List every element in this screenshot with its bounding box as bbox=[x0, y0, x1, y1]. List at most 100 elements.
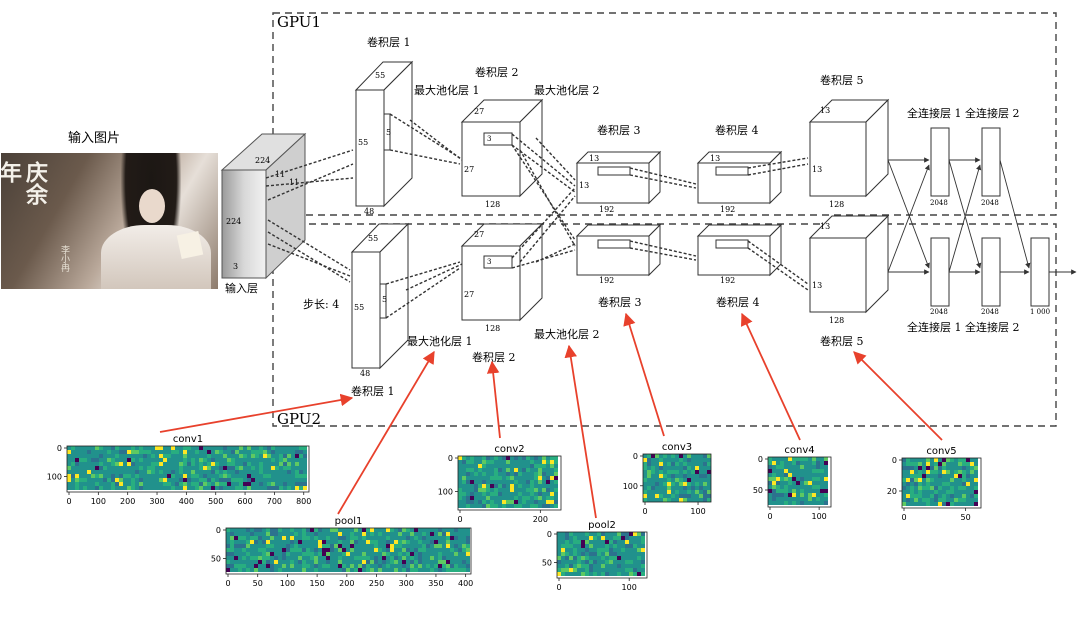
conv3-bottom-block bbox=[575, 223, 662, 277]
conv4-to-conv5-links bbox=[747, 157, 809, 291]
conv5-ytick: 20 bbox=[887, 487, 897, 496]
conv2-xtick: 200 bbox=[533, 515, 548, 524]
conv4-bottom-label: 卷积层 4 bbox=[716, 295, 760, 309]
conv5-bottom-dim-13b: 13 bbox=[812, 281, 822, 290]
conv1-xtick: 500 bbox=[208, 497, 223, 506]
input-image-label: 输入图片 bbox=[68, 130, 120, 146]
pool2-title: pool2 bbox=[588, 520, 616, 531]
fc-bottom-label: 全连接层 1 全连接层 2 bbox=[907, 320, 1020, 334]
conv3-top-dim-13a: 13 bbox=[589, 154, 599, 163]
gpu2-label: GPU2 bbox=[277, 410, 321, 428]
stride-label: 步长: 4 bbox=[303, 298, 339, 311]
pool2-top-label: 最大池化层 2 bbox=[534, 83, 600, 97]
conv5-top-label: 卷积层 5 bbox=[820, 73, 864, 87]
conv2-top-label: 卷积层 2 bbox=[475, 65, 519, 79]
conv1-xtick: 400 bbox=[179, 497, 194, 506]
conv5-bottom-label: 卷积层 5 bbox=[820, 334, 864, 348]
conv4-top-label: 卷积层 4 bbox=[715, 123, 759, 137]
pool1-xtick: 0 bbox=[225, 579, 230, 588]
conv3-top-dim-13b: 13 bbox=[579, 181, 589, 190]
conv1-xtick: 0 bbox=[66, 497, 71, 506]
conv1-bottom-label: 卷积层 1 bbox=[351, 384, 395, 398]
conv5-ytick: 0 bbox=[892, 456, 897, 465]
conv1-xtick: 300 bbox=[149, 497, 164, 506]
conv2-top-block bbox=[460, 98, 544, 198]
fc-top-label: 全连接层 1 全连接层 2 bbox=[907, 106, 1020, 120]
conv3-bottom-label: 卷积层 3 bbox=[598, 295, 642, 309]
conv1-title: conv1 bbox=[173, 434, 203, 445]
conv1-bottom-dim-55b: 55 bbox=[354, 303, 364, 312]
input-photo: 庆余年 李小冉 bbox=[1, 153, 218, 289]
pool1-xtick: 400 bbox=[458, 579, 473, 588]
conv5-bottom-dim-128: 128 bbox=[829, 316, 844, 325]
conv5-xtick: 0 bbox=[901, 513, 906, 522]
photo-logo-text: 庆余年 bbox=[1, 161, 47, 205]
conv2-bottom-label: 卷积层 2 bbox=[472, 350, 516, 364]
conv2-xtick: 0 bbox=[457, 515, 462, 524]
conv5-bottom-block bbox=[808, 214, 890, 314]
gpu1-label: GPU1 bbox=[277, 13, 321, 31]
arrow-pool2 bbox=[564, 344, 597, 519]
conv3-xtick: 100 bbox=[690, 507, 705, 516]
pool1-ytick: 0 bbox=[216, 526, 221, 535]
conv1-xtick: 100 bbox=[91, 497, 106, 506]
conv1-top-dim-5: 5 bbox=[386, 128, 391, 137]
conv2-top-dim-128: 128 bbox=[485, 200, 500, 209]
input-dim-224-left: 224 bbox=[226, 217, 241, 226]
conv1-bottom-dim-5: 5 bbox=[382, 295, 387, 304]
arrow-conv4 bbox=[741, 312, 801, 441]
pool1-xtick: 200 bbox=[339, 579, 354, 588]
conv4-bottom-dim-192: 192 bbox=[720, 276, 735, 285]
conv1-top-label: 卷积层 1 bbox=[367, 35, 411, 49]
input-layer-label: 输入层 bbox=[225, 281, 258, 295]
conv1-top-dim-48: 48 bbox=[364, 207, 374, 216]
conv1-top-block bbox=[354, 60, 414, 208]
fc1-top-dim: 2048 bbox=[930, 199, 948, 207]
conv1-bottom-block bbox=[350, 222, 410, 370]
conv3-ytick: 0 bbox=[633, 452, 638, 461]
arrow-pool1 bbox=[337, 350, 435, 515]
pool1-ytick: 50 bbox=[211, 555, 221, 564]
pool1-xtick: 300 bbox=[399, 579, 414, 588]
conv4-ytick: 0 bbox=[758, 455, 763, 464]
conv4-xtick: 0 bbox=[767, 512, 772, 521]
conv3-title: conv3 bbox=[662, 442, 692, 453]
photo-mark-text: 李小冉 bbox=[59, 245, 69, 272]
input-dim-11b: 11 bbox=[289, 178, 299, 187]
conv3-xtick: 0 bbox=[642, 507, 647, 516]
conv1-bottom-dim-48: 48 bbox=[360, 369, 370, 378]
input-dim-224-top: 224 bbox=[255, 156, 270, 165]
conv4-xtick: 100 bbox=[811, 512, 826, 521]
conv1-xtick: 200 bbox=[120, 497, 135, 506]
pool1-xtick: 150 bbox=[309, 579, 324, 588]
conv1-xtick: 600 bbox=[237, 497, 252, 506]
conv5-top-dim-13a: 13 bbox=[820, 106, 830, 115]
conv1-ytick: 0 bbox=[57, 444, 62, 453]
arrow-conv2 bbox=[486, 360, 501, 439]
conv2-to-conv3-links bbox=[511, 133, 576, 269]
conv5-top-dim-13b: 13 bbox=[812, 165, 822, 174]
conv4-bottom-block bbox=[696, 223, 783, 277]
conv2-bottom-block bbox=[460, 222, 544, 322]
conv3-bottom-dim-192: 192 bbox=[599, 276, 614, 285]
conv2-ytick: 100 bbox=[438, 487, 453, 496]
pool1-xtick: 50 bbox=[253, 579, 263, 588]
fc2-top-dim: 2048 bbox=[981, 199, 999, 207]
conv2-top-dim-3: 3 bbox=[487, 135, 491, 143]
conv5-xtick: 50 bbox=[961, 513, 971, 522]
conv3-to-conv4-links bbox=[629, 167, 697, 261]
fc-connections bbox=[887, 157, 1077, 275]
pool2-xtick: 0 bbox=[556, 583, 561, 592]
fc-layers bbox=[930, 127, 1050, 307]
annotation-arrows bbox=[159, 312, 943, 519]
conv5-top-dim-128: 128 bbox=[829, 200, 844, 209]
pool2-ytick: 50 bbox=[542, 559, 552, 568]
letter-shape bbox=[176, 230, 204, 260]
conv3-top-dim-192: 192 bbox=[599, 205, 614, 214]
